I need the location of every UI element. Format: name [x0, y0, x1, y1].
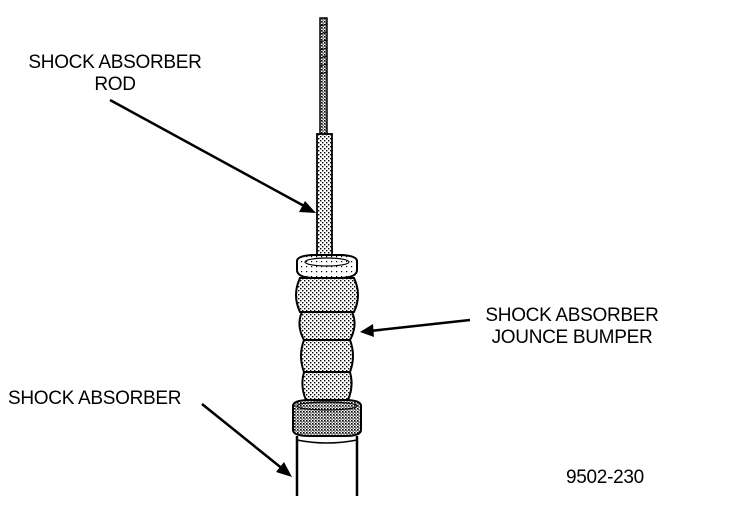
figure-number: 9502-230 [566, 467, 644, 488]
rod-label-line2: ROD [94, 74, 136, 95]
jounce-bumper [295, 254, 359, 401]
bumper-label-line1: SHOCK ABSORBER [485, 305, 659, 326]
shock-absorber-label: SHOCK ABSORBER [8, 388, 182, 409]
absorber-leader-arrow [201, 403, 292, 477]
rod-label: SHOCK ABSORBER ROD [10, 52, 220, 96]
shock-absorber-body [292, 399, 362, 496]
rod-label-line1: SHOCK ABSORBER [28, 52, 202, 73]
rod-leader-arrow [109, 98, 316, 213]
bumper-leader-arrow [360, 318, 471, 337]
jounce-bumper-label: SHOCK ABSORBER JOUNCE BUMPER [472, 305, 672, 349]
shock-absorber-rod [316, 17, 333, 259]
bumper-label-line2: JOUNCE BUMPER [491, 327, 653, 348]
